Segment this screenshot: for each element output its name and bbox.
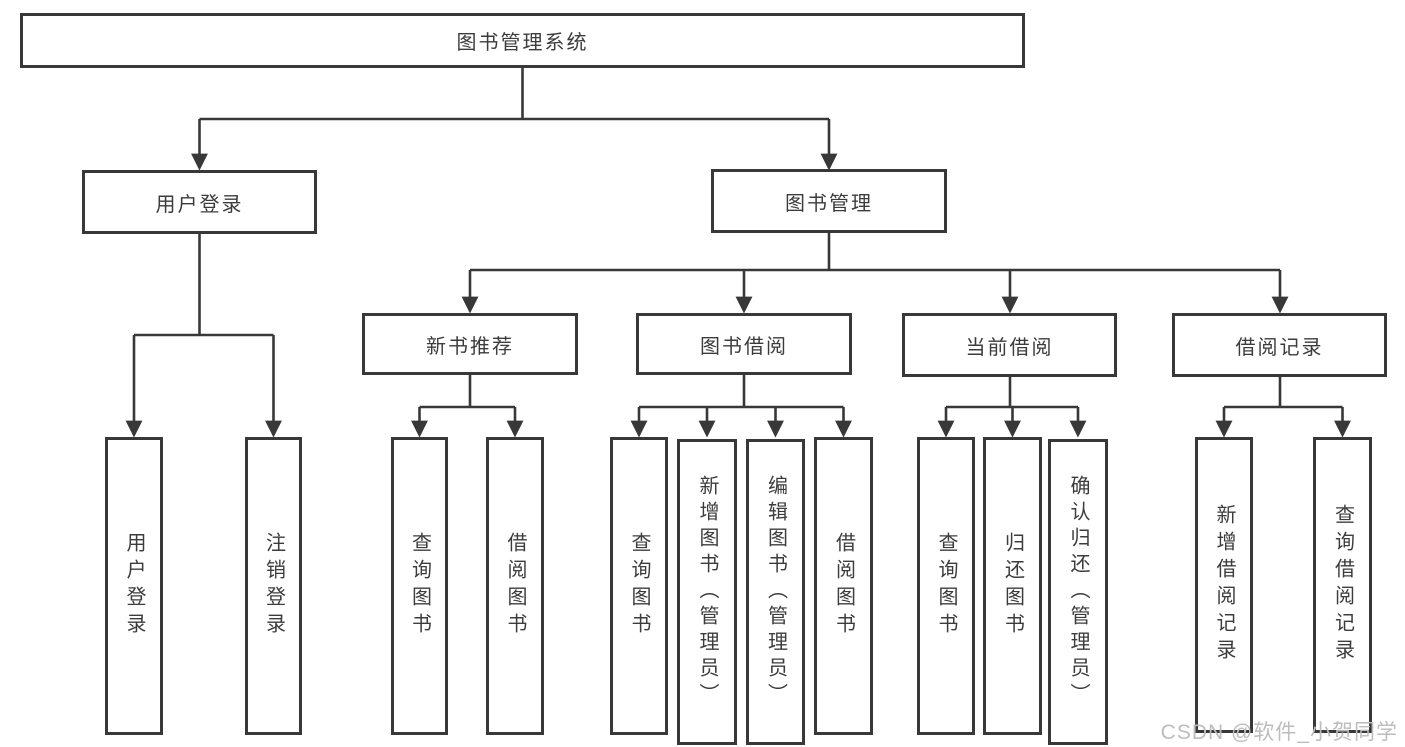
leaf-return-books: 归还图书	[983, 437, 1042, 735]
leaf-query-books-1: 查询图书	[391, 437, 448, 735]
node-book-management: 图书管理	[711, 169, 947, 233]
leaf-borrow-books-1: 借阅图书	[486, 437, 544, 735]
leaf-edit-book-admin: 编辑图书（管理员）	[746, 439, 805, 745]
leaf-logout: 注销登录	[245, 437, 302, 735]
node-user-login: 用户登录	[82, 170, 317, 234]
leaf-add-book-admin: 新增图书（管理员）	[677, 439, 737, 745]
node-borrowing-records: 借阅记录	[1172, 313, 1387, 377]
leaf-user-login: 用户登录	[105, 437, 163, 735]
node-current-borrowing: 当前借阅	[902, 313, 1117, 377]
leaf-query-books-3: 查询图书	[917, 437, 975, 735]
node-root: 图书管理系统	[20, 13, 1025, 68]
leaf-query-books-2: 查询图书	[610, 437, 668, 735]
node-new-book-recommend: 新书推荐	[362, 313, 578, 375]
leaf-confirm-return-admin: 确认归还（管理员）	[1048, 439, 1108, 745]
leaf-query-borrow-record: 查询借阅记录	[1313, 437, 1372, 733]
leaf-add-borrow-record: 新增借阅记录	[1195, 437, 1253, 733]
leaf-borrow-books-2: 借阅图书	[814, 437, 873, 735]
csdn-watermark: CSDN @软件_小贺同学	[1160, 721, 1398, 744]
node-book-borrowing: 图书借阅	[636, 313, 852, 375]
